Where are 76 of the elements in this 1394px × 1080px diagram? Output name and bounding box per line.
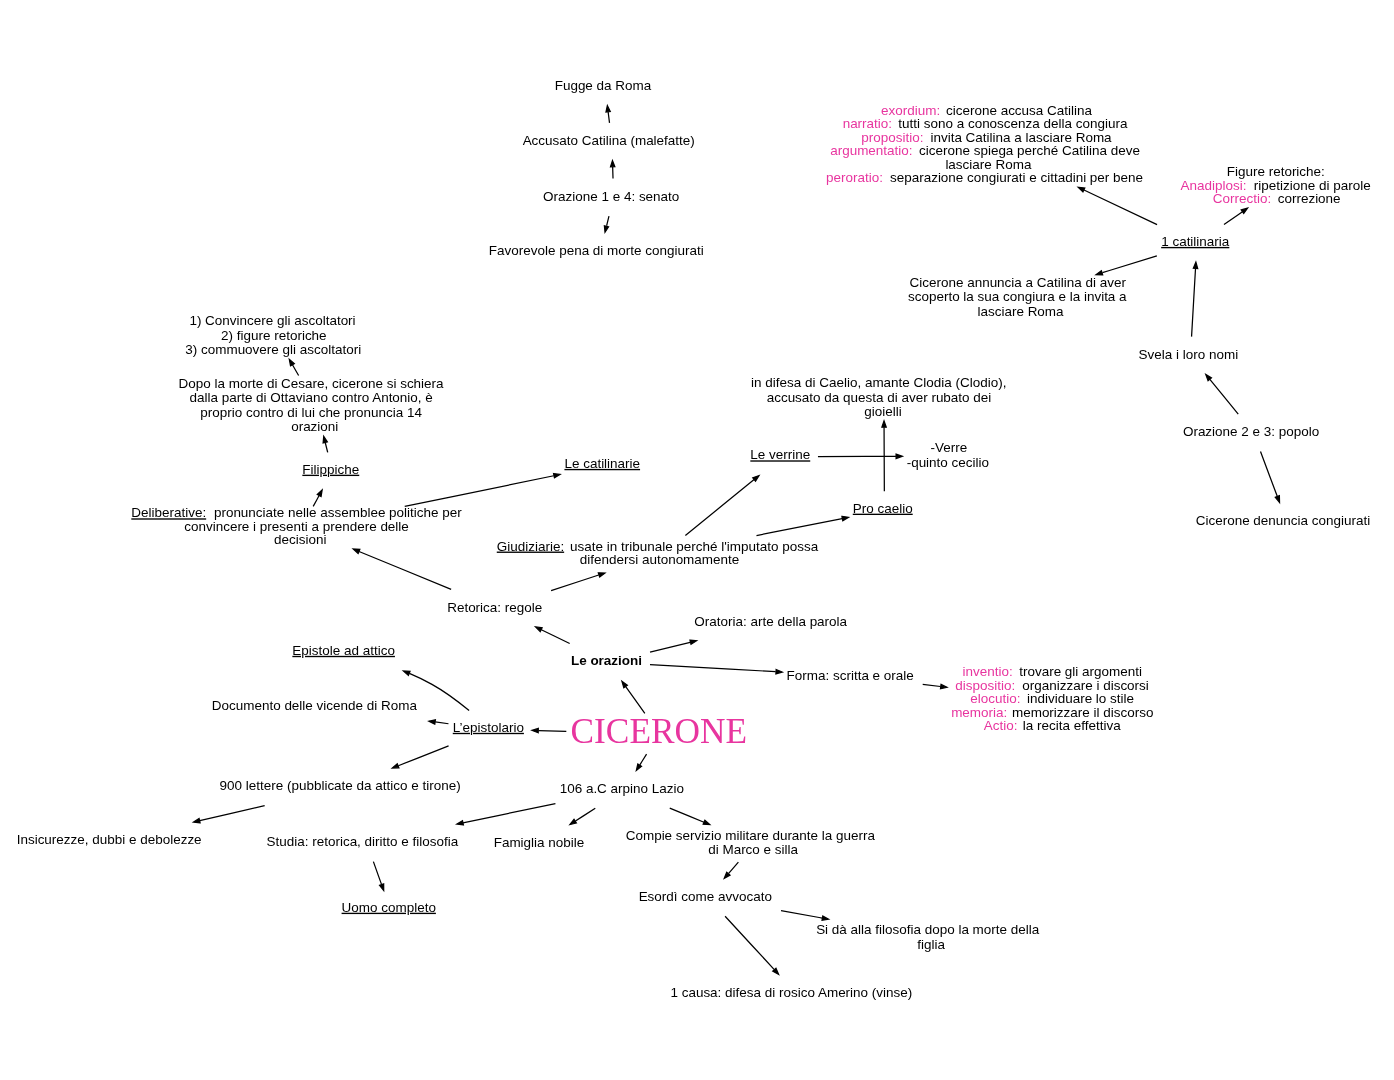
node-text: 900 lettere (pubblicate da attico e tirone): [219, 778, 461, 794]
node-text: Uomo completo: [341, 899, 436, 915]
node-text: Dopo la morte di Cesare, cicerone si schiera dalla parte di Ottaviano contro Antonio, è proprio contro di lui che pronuncia 14 orazioni: [178, 375, 444, 435]
node-text: Retorica: regole: [447, 599, 543, 615]
arrow: [1076, 186, 1158, 226]
node-text: in difesa di Caelio, amante Clodia (Clodio), accusato da questa di aver rubato dei gioielli: [751, 375, 1007, 420]
arrow: [649, 663, 785, 675]
arrow: [817, 453, 905, 460]
arrow: [427, 719, 450, 726]
node-text: Forma: scritta e orale: [786, 667, 914, 683]
node-text: Pro caelio: [852, 500, 913, 516]
node-text: Cicerone denuncia congiurati: [1195, 512, 1371, 528]
arrow: [603, 215, 610, 235]
node-text: Studia: retorica, diritto e filosofia: [266, 834, 459, 850]
node-text: Deliberative: pronunciate nelle assemblee politiche per convincere i presenti a prendere delle decisioni: [131, 505, 462, 548]
arrow: [609, 158, 616, 180]
node-text: Documento delle vicende di Roma: [211, 697, 417, 713]
node-text: Giudiziarie: usate in tribunale perché l'imputato possa difendersi autonomamente: [496, 538, 819, 568]
arrow: [568, 807, 596, 826]
node-text: 1) Convincere gli ascoltatori 2) figure retoriche 3) commuovere gli ascoltatori: [185, 313, 362, 358]
arrow: [455, 803, 557, 826]
node-text: Fugge da Roma: [554, 78, 652, 94]
arrow: [372, 861, 385, 893]
node-text: Oratoria: arte della parola: [694, 613, 848, 629]
arrow: [922, 683, 949, 690]
arrow: [1259, 450, 1281, 505]
node-text: -Verre -quinto cecilio: [906, 440, 990, 470]
node-text: 1 catilinaria: [1161, 233, 1230, 249]
node-text: exordium: cicerone accusa Catilina narratio: tutti sono a conoscenza della congiura propositio: invita Catilina a lasciare Roma argumentatio: cicerone spiega perché Catilina deve lasciare Roma peroratio: separazione congiurati e cittadini per bene: [826, 102, 1144, 186]
arrow: [390, 745, 450, 769]
arrow: [605, 103, 612, 124]
arrow: [724, 915, 780, 976]
node-text: Svela i loro nomi: [1138, 347, 1239, 363]
node-text: CICERONE: [570, 711, 747, 751]
node-text: Le catilinarie: [564, 455, 641, 471]
node-text: Orazione 1 e 4: senato: [543, 188, 680, 204]
arrow: [530, 727, 567, 734]
node-text: Epistole ad attico: [292, 642, 395, 658]
arrow: [401, 670, 470, 712]
arrow: [635, 753, 648, 773]
arrow: [1094, 255, 1158, 276]
node-text: inventio: trovare gli argomenti dispositio: organizzare i discorsi elocutio: individuare lo stile memoria: memorizzare il discorso Actio: la recita effettiva: [951, 664, 1154, 734]
arrow: [669, 807, 712, 826]
node-text: Insicurezze, dubbi e debolezze: [16, 832, 202, 848]
arrow: [780, 909, 831, 921]
arrow: [404, 472, 562, 508]
node-text: Le orazioni: [570, 652, 643, 668]
arrow: [533, 626, 571, 645]
node-text: Compie servizio militare durante la guerra di Marco e silla: [625, 827, 875, 858]
arrow: [755, 515, 851, 537]
node-text: Esordì come avvocato: [638, 888, 772, 904]
arrow: [312, 488, 324, 507]
arrow: [550, 572, 607, 592]
arrow: [1223, 207, 1250, 226]
node-text: L’epistolario: [452, 719, 524, 735]
node-text: Figure retoriche: Anadiplosi: ripetizione di parole Correctio: correzione: [1180, 164, 1371, 207]
arrow: [1190, 260, 1199, 338]
node-text: Favorevole pena di morte congiurati: [488, 242, 704, 258]
arrow: [684, 474, 761, 537]
node-text: Cicerone annuncia a Catilina di aver scoperto la sua congiura e la invita a lasciare Roma: [907, 274, 1127, 319]
node-text: 1 causa: difesa di rosico Amerino (vinse): [670, 984, 913, 1000]
node-text: Filippiche: [302, 461, 360, 477]
arrow: [723, 861, 739, 880]
arrow: [620, 679, 646, 715]
node-text: Famiglia nobile: [493, 834, 585, 850]
arrow: [881, 419, 888, 492]
arrow: [351, 548, 452, 590]
arrow: [191, 804, 266, 824]
node-text: Accusato Catilina (malefatte): [522, 133, 695, 149]
node-text: Orazione 2 e 3: popolo: [1182, 424, 1320, 440]
node-text: 106 a.C arpino Lazio: [559, 780, 684, 796]
arrow: [1204, 373, 1239, 415]
node-text: Si dà alla filosofia dopo la morte della figlia: [816, 922, 1040, 952]
node-text: Le verrine: [750, 447, 811, 463]
arrow: [288, 357, 300, 377]
arrow: [649, 639, 699, 653]
